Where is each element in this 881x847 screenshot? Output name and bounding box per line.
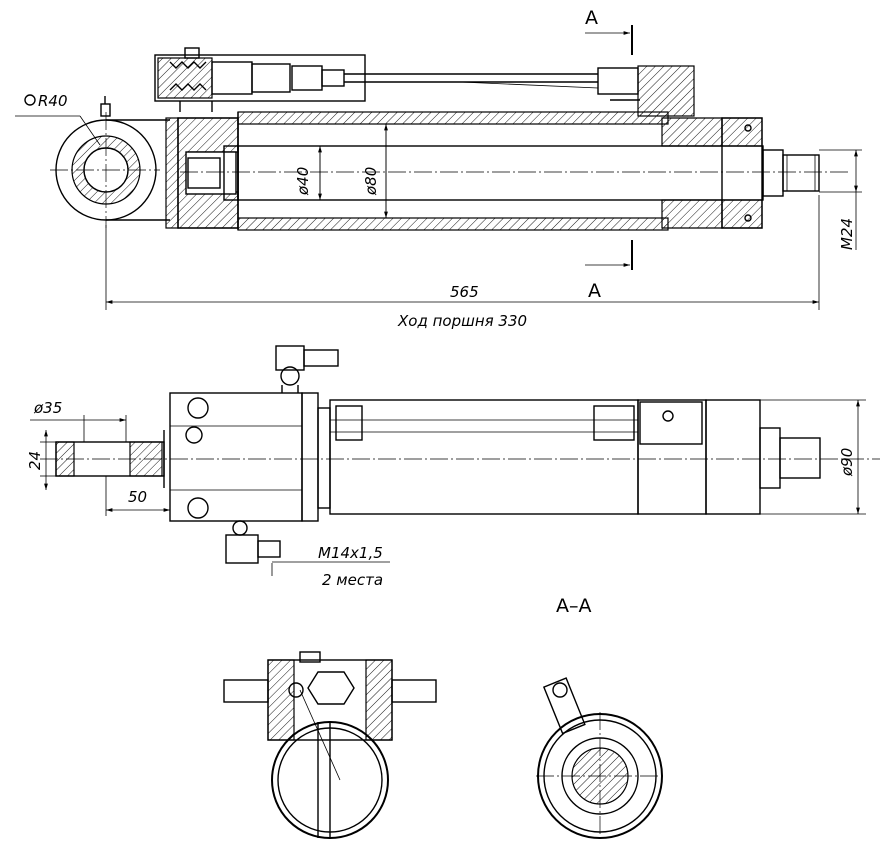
body-diameter-dimension: ø90 <box>760 399 866 515</box>
side-view: ø90 ø35 24 50 M14x1,5 2 места <box>26 345 880 589</box>
eye-width-dimension: 24 <box>26 430 56 490</box>
svg-text:A: A <box>585 7 598 29</box>
right-fitting-top <box>597 65 695 117</box>
port-elbow-bottom <box>225 520 281 564</box>
svg-text:M14x1,5: M14x1,5 <box>318 544 383 562</box>
valve-block-top <box>154 47 366 112</box>
section-title: A–A <box>556 595 592 617</box>
radius-label: R40 <box>15 92 101 146</box>
svg-text:24: 24 <box>26 451 44 470</box>
section-mark-bottom: A <box>585 240 633 302</box>
eye-diameter-dimension: ø35 <box>30 399 127 442</box>
svg-text:Ход поршня 330: Ход поршня 330 <box>397 312 527 330</box>
section-mark-top: A <box>585 7 633 55</box>
rod-eye-top <box>50 96 170 228</box>
valve-block-side <box>169 392 331 522</box>
eye-length-dimension: 50 <box>105 476 171 521</box>
thread-dimension: M24 <box>819 149 862 250</box>
svg-text:50: 50 <box>128 488 147 506</box>
end-view-right <box>536 677 664 840</box>
port-thread-callout: M14x1,5 2 места <box>271 544 390 589</box>
svg-text:ø90: ø90 <box>838 448 856 477</box>
svg-text:A: A <box>588 280 601 302</box>
overall-length-dimension: 565 Ход поршня 330 <box>105 195 820 330</box>
end-cap-flange <box>165 117 179 229</box>
rod-diameter-label: ø40 <box>294 167 312 196</box>
svg-text:565: 565 <box>450 283 479 301</box>
svg-text:R40: R40 <box>38 92 68 110</box>
cylinder-diameter-label: ø80 <box>362 167 380 196</box>
svg-text:2 места: 2 места <box>322 571 383 589</box>
svg-text:M24: M24 <box>838 218 856 250</box>
head-gland <box>661 117 763 229</box>
top-sectional-view: A A R40 ø40 ø80 M24 <box>15 7 862 330</box>
port-elbow-top <box>275 345 339 393</box>
cylinder-body-side <box>329 399 821 515</box>
end-view-left <box>223 651 437 839</box>
svg-text:ø35: ø35 <box>33 399 62 417</box>
